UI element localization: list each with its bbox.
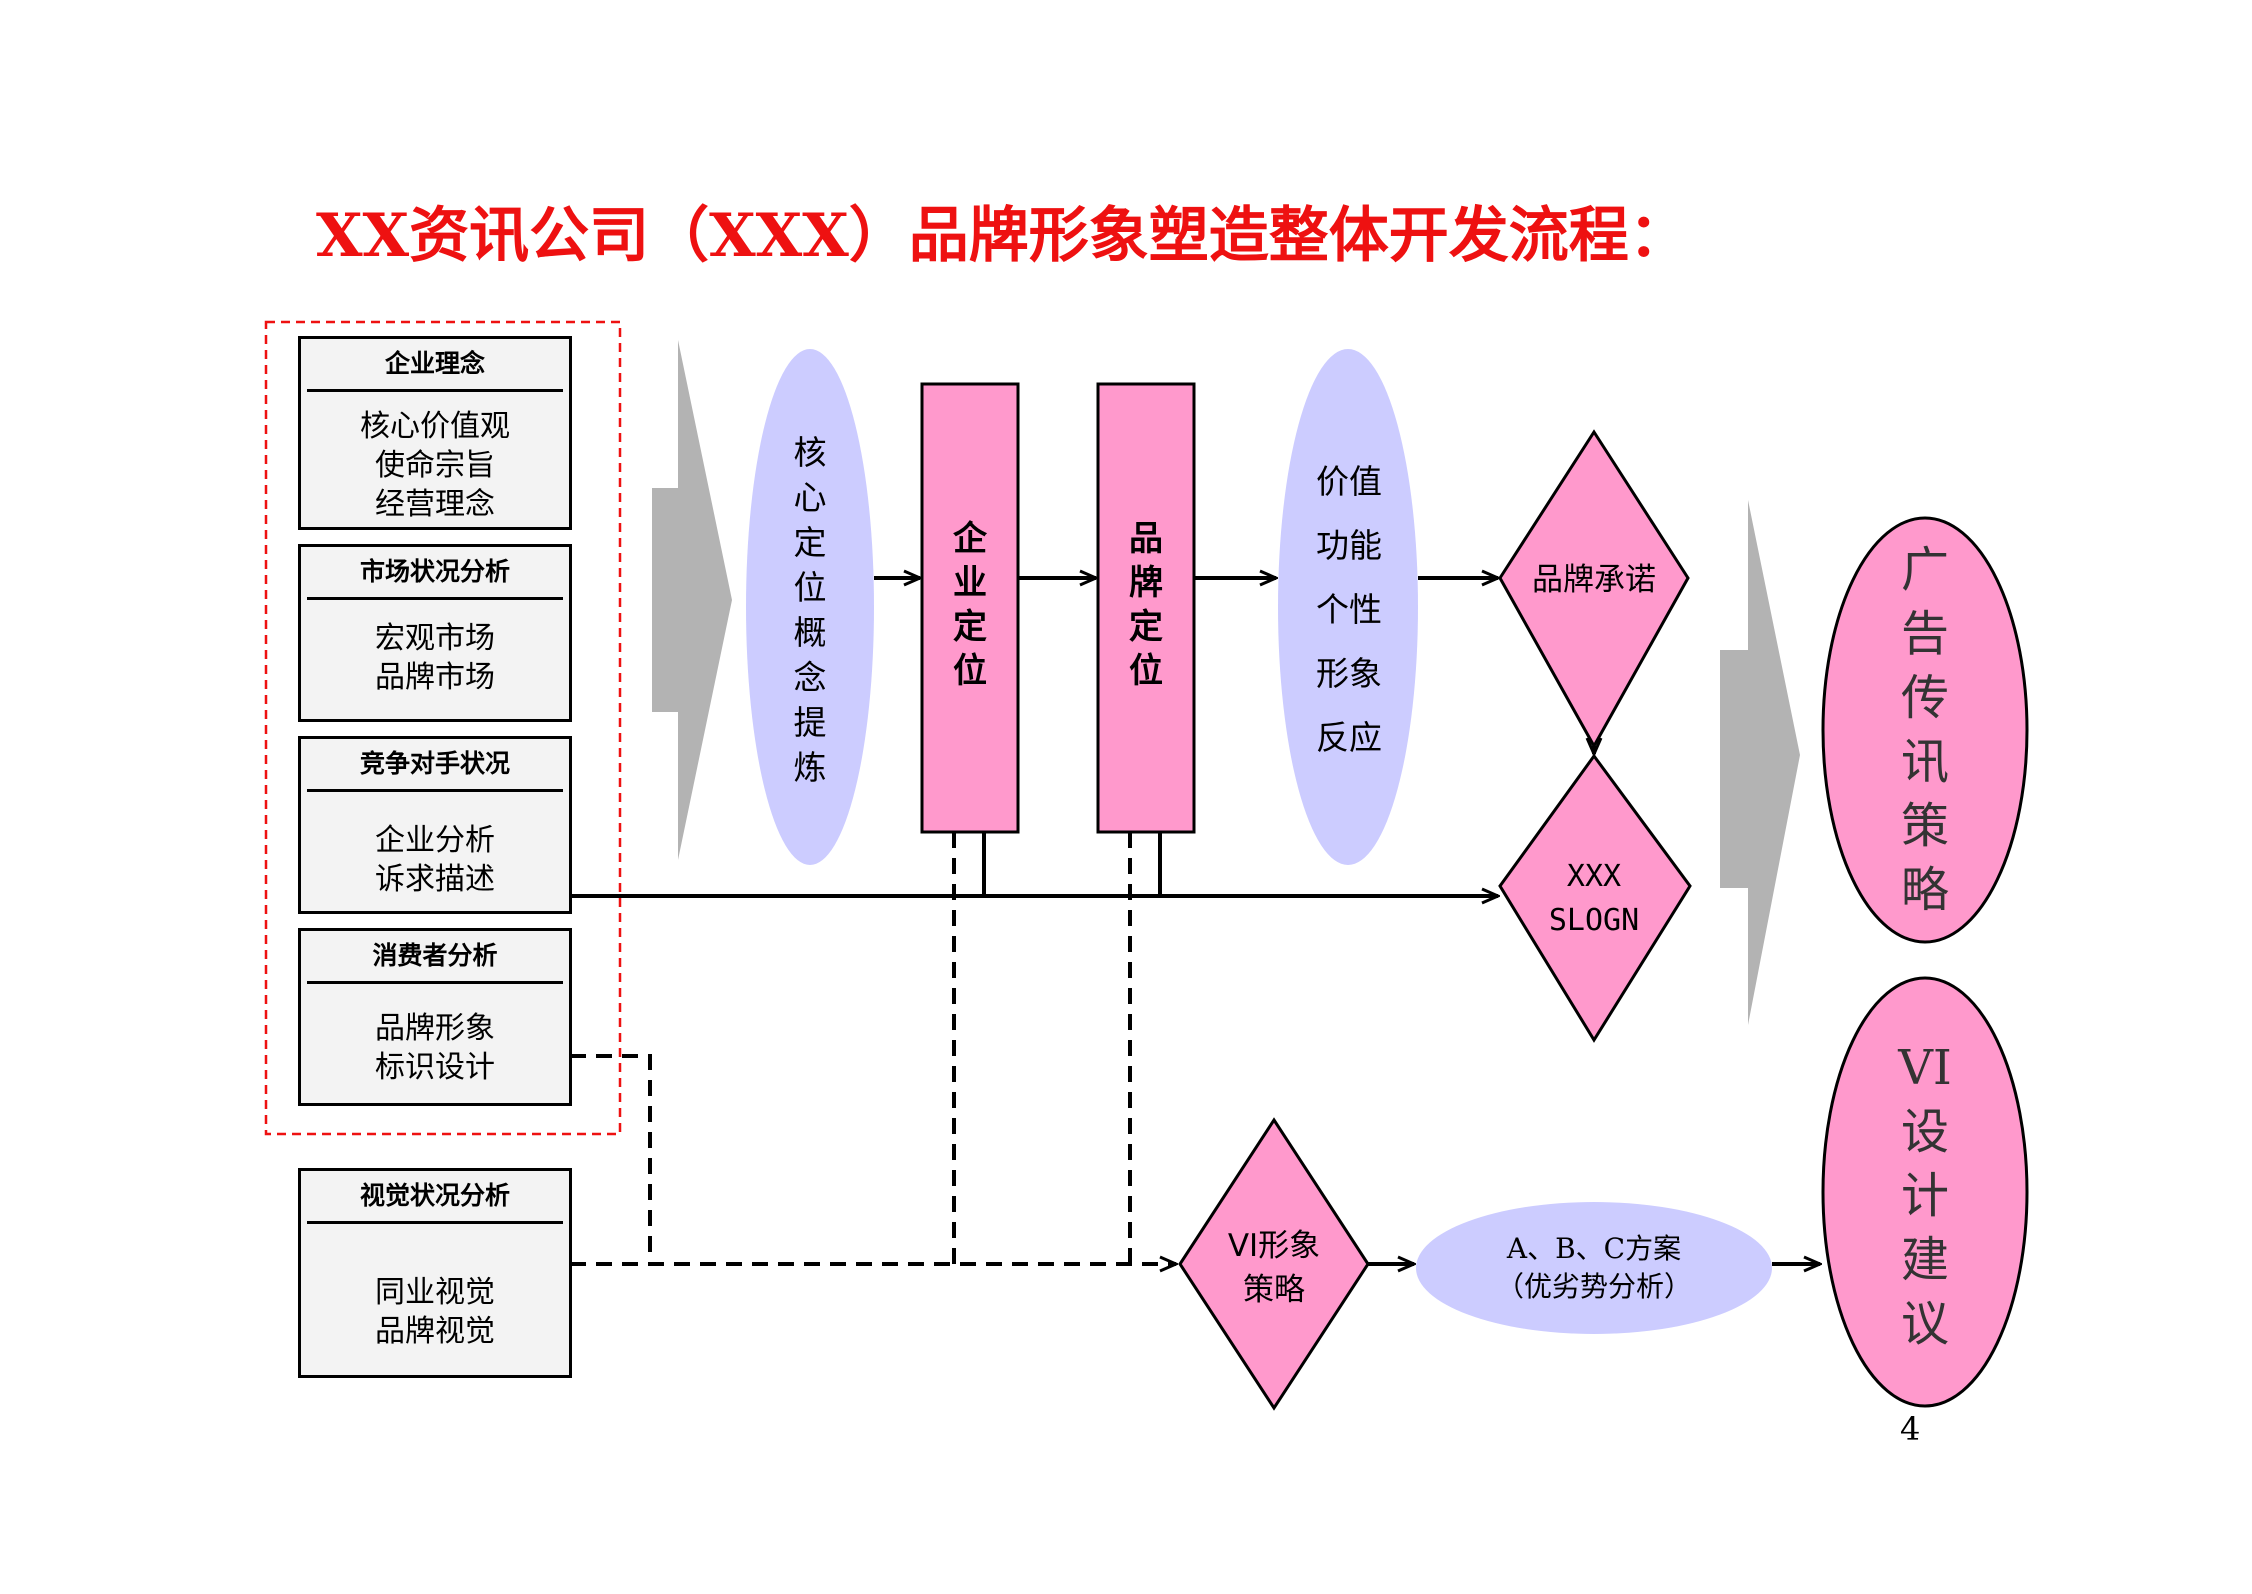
char: 心 <box>793 478 827 517</box>
box-header: 市场状况分析 <box>307 547 563 600</box>
gray-arrow-right <box>1720 500 1800 1025</box>
box-header: 企业理念 <box>307 339 563 392</box>
char: 提 <box>793 703 827 742</box>
box-header: 视觉状况分析 <box>307 1171 563 1224</box>
core-concept-label: 核 心 定 位 概 念 提 炼 <box>770 420 850 800</box>
box-body: 宏观市场 品牌市场 <box>375 621 495 695</box>
char: 计 <box>1900 1168 1949 1224</box>
char: 议 <box>1900 1296 1949 1352</box>
char: 告 <box>1900 606 1949 662</box>
word: 个性 <box>1316 590 1382 629</box>
page-number: 4 <box>1900 1410 1921 1448</box>
word: 形象 <box>1316 654 1382 693</box>
char: 位 <box>1129 651 1163 691</box>
core-concept-ellipse <box>746 349 874 865</box>
corp-position-label: 企 业 定 位 <box>930 510 1010 700</box>
slogan-diamond <box>1498 753 1692 1043</box>
char: 核 <box>793 433 827 472</box>
box-body: 核心价值观 使命宗旨 经营理念 <box>360 409 510 522</box>
char: 位 <box>793 568 827 607</box>
word: 价值 <box>1316 462 1382 501</box>
char: 策 <box>1900 798 1949 854</box>
box-market-analysis: 市场状况分析 宏观市场 品牌市场 <box>298 544 572 722</box>
char: 定 <box>793 523 827 562</box>
vi-suggestion-label: VI 设 计 建 议 <box>1875 1036 1975 1356</box>
char: 品 <box>1129 519 1163 559</box>
vi-suggestion-ellipse <box>1821 976 2029 1408</box>
char: 广 <box>1900 542 1949 598</box>
char: 位 <box>953 651 987 691</box>
box-visual: 视觉状况分析 同业视觉 品牌视觉 <box>298 1168 572 1378</box>
vi-strategy-diamond <box>1178 1117 1370 1411</box>
brand-position-label: 品 牌 定 位 <box>1106 510 1186 700</box>
word: 反应 <box>1316 718 1382 757</box>
page-title: XX资讯公司（XXX）品牌形象塑造整体开发流程： <box>316 201 1689 271</box>
box-consumer: 消费者分析 品牌形象 标识设计 <box>298 928 572 1106</box>
char: 炼 <box>793 748 827 787</box>
ad-strategy-label: 广 告 传 讯 策 略 <box>1880 530 1970 930</box>
slogan-label: XXX SLOGN <box>1548 859 1640 938</box>
box-header: 消费者分析 <box>307 931 563 984</box>
vi-strategy-label: VI形象 策略 <box>1227 1228 1321 1308</box>
value-label: 价值 功能 个性 形象 反应 <box>1290 450 1408 770</box>
red-dashed-group-frame <box>264 320 622 1136</box>
word: 功能 <box>1316 526 1382 565</box>
char: 牌 <box>1129 563 1163 603</box>
char: VI <box>1898 1040 1952 1096</box>
box-body: 品牌形象 标识设计 <box>375 1011 495 1085</box>
plans-label: A、B、C方案 （优劣势分析） <box>1495 1232 1692 1303</box>
char: 念 <box>793 658 827 697</box>
char: 定 <box>953 607 987 647</box>
value-ellipse <box>1278 349 1418 865</box>
gray-arrow-left <box>652 340 732 860</box>
char: 设 <box>1900 1104 1949 1160</box>
char: 建 <box>1900 1232 1949 1288</box>
box-body: 企业分析 诉求描述 <box>375 823 495 897</box>
box-enterprise-concept: 企业理念 核心价值观 使命宗旨 经营理念 <box>298 336 572 530</box>
box-competitor: 竞争对手状况 企业分析 诉求描述 <box>298 736 572 914</box>
char: 概 <box>793 613 827 652</box>
brand-position-rect <box>1096 382 1196 834</box>
box-header: 竞争对手状况 <box>307 739 563 792</box>
ad-strategy-ellipse <box>1821 516 2029 944</box>
char: 定 <box>1129 607 1163 647</box>
corp-position-rect <box>920 382 1020 834</box>
char: 略 <box>1900 862 1949 918</box>
brand-promise-label: 品牌承诺 <box>1532 562 1656 598</box>
box-body: 同业视觉 品牌视觉 <box>375 1275 495 1349</box>
dash-consumer-link <box>570 1054 652 1256</box>
char: 企 <box>953 519 987 559</box>
char: 讯 <box>1900 734 1949 790</box>
char: 传 <box>1900 670 1949 726</box>
plans-ellipse <box>1416 1202 1772 1334</box>
char: 业 <box>953 563 987 603</box>
